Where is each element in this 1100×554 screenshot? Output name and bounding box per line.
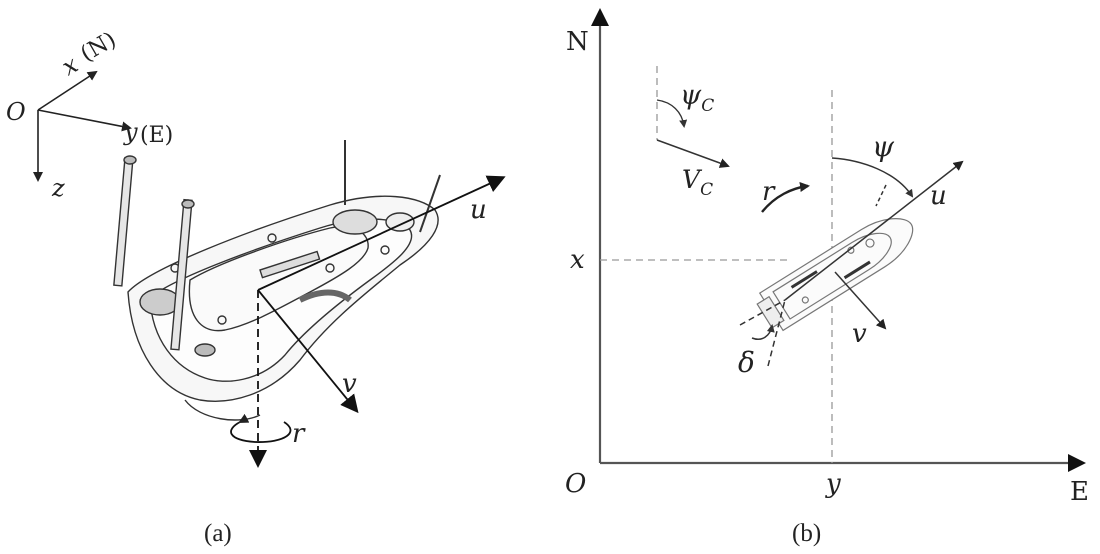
current-velocity-arrow — [656, 139, 730, 168]
panel-b-surge-label: u — [930, 181, 947, 211]
heading-label: ψ — [872, 130, 895, 163]
north-label: N — [566, 27, 589, 57]
panel-a-sway-label: v — [342, 369, 357, 399]
usv-boat-illustration — [113, 140, 441, 421]
panel-a-x-label: x — [57, 50, 83, 81]
yaw-rate-arc — [230, 413, 292, 443]
panel-a-origin: O — [6, 98, 26, 126]
current-speed-label: VC — [682, 165, 713, 200]
panel-b-sway-label: v — [852, 319, 867, 349]
x-position-label: x — [570, 245, 585, 275]
current-angle-arc — [656, 99, 688, 128]
heading-arc — [831, 157, 914, 198]
east-label: E — [1070, 477, 1089, 507]
rudder-angle-arc — [751, 324, 775, 340]
panel-a-z-label: z — [51, 174, 65, 202]
current-angle-label: ψC — [680, 80, 714, 116]
panel-a-y-label: y — [123, 118, 138, 146]
y-position-label: y — [825, 469, 841, 499]
panel-a: O x (N) y (E) z — [6, 27, 506, 547]
rudder-label: δ — [738, 346, 755, 379]
panel-a-caption: (a) — [204, 520, 232, 547]
panel-a-body-axes — [230, 175, 506, 468]
panel-a-surge-label: u — [470, 195, 487, 225]
surge-arrow — [257, 175, 506, 291]
panel-b-earth-axes — [591, 8, 1086, 472]
panel-b-caption: (b) — [792, 520, 821, 547]
usv-top-view — [756, 218, 914, 332]
yaw-rate-arc-b — [761, 182, 810, 213]
panel-b-yaw-label: r — [762, 177, 776, 207]
surge-arrow-b — [784, 160, 964, 301]
panel-a-yaw-label: r — [292, 419, 306, 449]
panel-b-origin: O — [565, 469, 586, 499]
panel-a-frame — [33, 70, 132, 182]
panel-b-body-axes — [739, 157, 964, 367]
panel-a-y-dir: (E) — [140, 123, 173, 148]
x-axis-arrow — [37, 70, 98, 111]
rudder-reference-line — [739, 299, 786, 326]
rudder-line — [767, 299, 786, 367]
panel-b: N E O x y ψC VC — [565, 8, 1089, 547]
sway-arrow — [257, 289, 359, 414]
sway-arrow-b — [834, 271, 887, 330]
y-axis-arrow — [37, 109, 132, 132]
panel-a-x-dir: (N) — [77, 27, 121, 67]
